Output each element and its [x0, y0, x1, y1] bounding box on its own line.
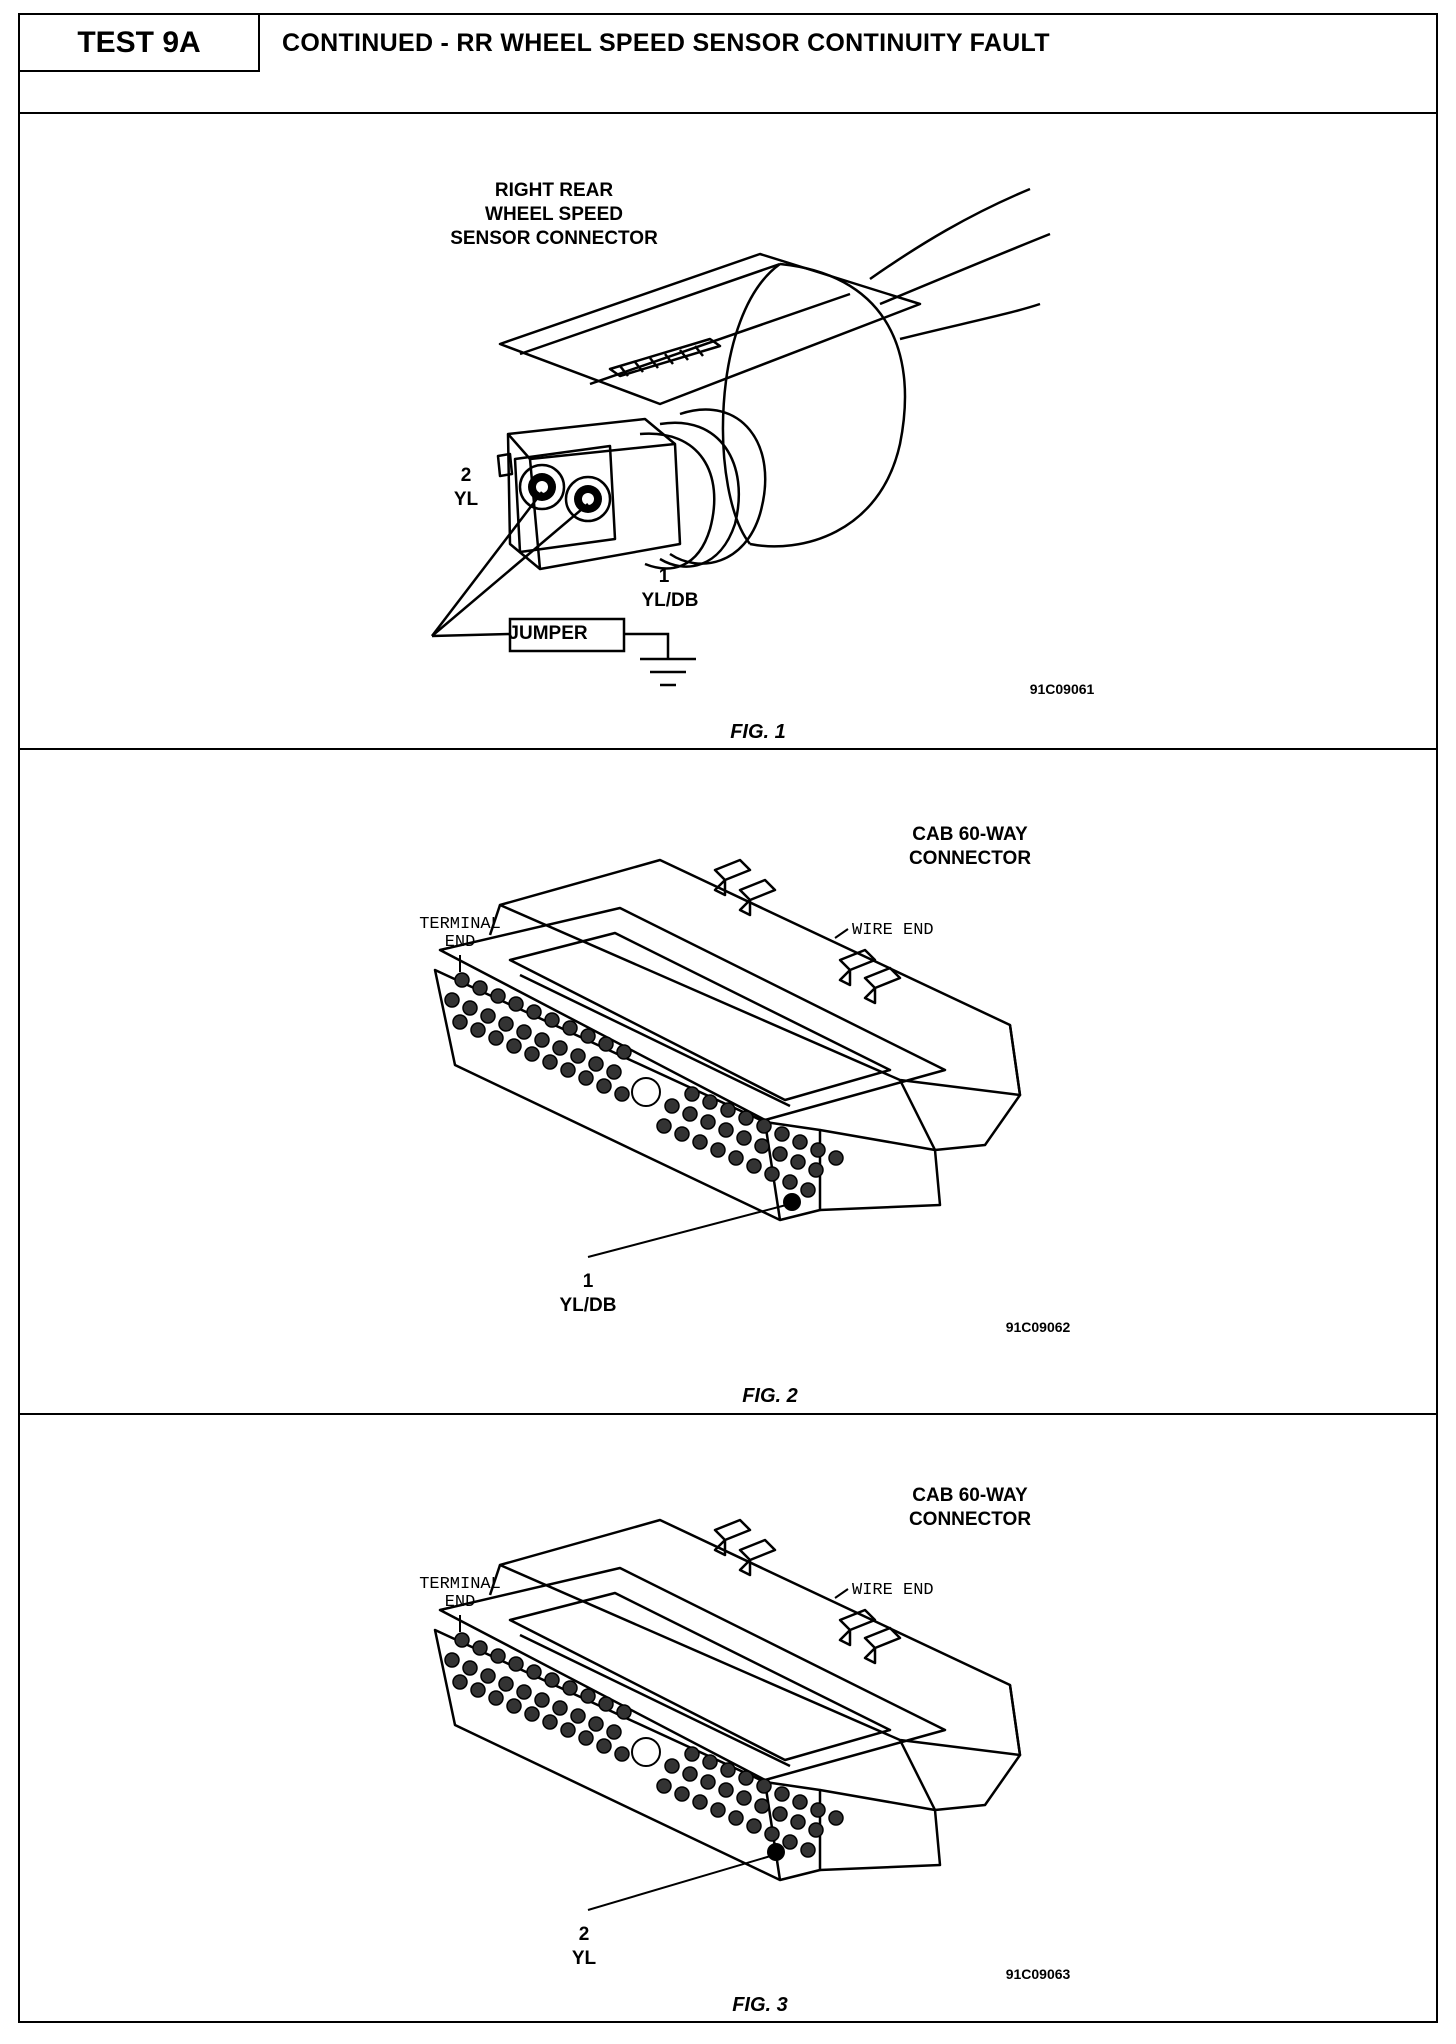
page-header: TEST 9A CONTINUED - RR WHEEL SPEED SENSO… — [20, 15, 1436, 114]
terminal-end-label-line2: END — [445, 933, 476, 952]
pin1-color: YL/DB — [642, 590, 699, 611]
test-number-box: TEST 9A — [20, 15, 260, 72]
fig1-title-line2: WHEEL SPEED — [485, 204, 623, 225]
cab-60-way-connector-diagram: CAB 60-WAY CONNECTOR TERMINAL END WIRE E… — [419, 1485, 1071, 2016]
jumper-wires — [431, 491, 696, 687]
pin1-number: 1 — [659, 566, 670, 587]
panel-divider — [20, 748, 1436, 750]
figure-caption: FIG. 1 — [730, 721, 786, 743]
fig3-title-line2: CONNECTOR — [909, 1509, 1031, 1530]
fig2-title-line1: CAB 60-WAY — [912, 824, 1028, 845]
terminal-cavities — [518, 463, 612, 523]
jumper-label: JUMPER — [508, 623, 587, 644]
terminal-pins-left — [444, 1632, 632, 1762]
fig1-title-line1: RIGHT REAR — [495, 180, 614, 201]
pin-color: YL/DB — [560, 1295, 617, 1316]
wire-end-label: WIRE END — [852, 1581, 934, 1600]
polarization-hole — [631, 1737, 661, 1767]
polarization-hole — [631, 1077, 661, 1107]
panel-divider — [20, 1413, 1436, 1415]
highlighted-pin-2 — [767, 1843, 785, 1861]
terminal-end-label-line2: END — [445, 1593, 476, 1612]
highlighted-pin-1 — [783, 1193, 801, 1211]
terminal-pins-left — [444, 972, 632, 1102]
figure-code: 91C09062 — [1006, 1319, 1071, 1335]
service-manual-page: TEST 9A CONTINUED - RR WHEEL SPEED SENSO… — [18, 13, 1438, 2023]
terminal-end-label-line1: TERMINAL — [419, 915, 501, 934]
figure-caption: FIG. 3 — [732, 1994, 788, 2016]
figure-code: 91C09063 — [1006, 1966, 1071, 1982]
cab-60-way-connector-diagram: CAB 60-WAY CONNECTOR TERMINAL END WIRE E… — [419, 824, 1071, 1407]
terminal-pins-right — [656, 1746, 844, 1858]
terminal-end-label-line1: TERMINAL — [419, 1575, 501, 1594]
figure-caption: FIG. 2 — [742, 1385, 798, 1407]
figure-code: 91C09061 — [1030, 681, 1095, 697]
pin-color: YL — [572, 1948, 597, 1969]
terminal-pins-right — [656, 1086, 844, 1198]
figure-1-panel: JUMPER RIGHT REAR WHEEL SPEED SENSOR CON… — [20, 114, 1436, 748]
fig3-title-line1: CAB 60-WAY — [912, 1485, 1028, 1506]
fig1-title-line3: SENSOR CONNECTOR — [450, 228, 658, 249]
page-title: CONTINUED - RR WHEEL SPEED SENSOR CONTIN… — [282, 29, 1050, 57]
figure-3-panel: CAB 60-WAY CONNECTOR TERMINAL END WIRE E… — [20, 1415, 1436, 2021]
wire-end-label: WIRE END — [852, 921, 934, 940]
test-label: TEST 9A — [77, 25, 201, 59]
pin2-color: YL — [454, 489, 479, 510]
pin2-number: 2 — [461, 465, 472, 486]
pin-number: 2 — [579, 1924, 590, 1945]
pin-number: 1 — [583, 1271, 594, 1292]
wheel-speed-sensor-connector-diagram: JUMPER RIGHT REAR WHEEL SPEED SENSOR CON… — [431, 180, 1095, 743]
fig2-title-line2: CONNECTOR — [909, 848, 1031, 869]
figure-2-panel: CAB 60-WAY CONNECTOR TERMINAL END WIRE E… — [20, 750, 1436, 1413]
